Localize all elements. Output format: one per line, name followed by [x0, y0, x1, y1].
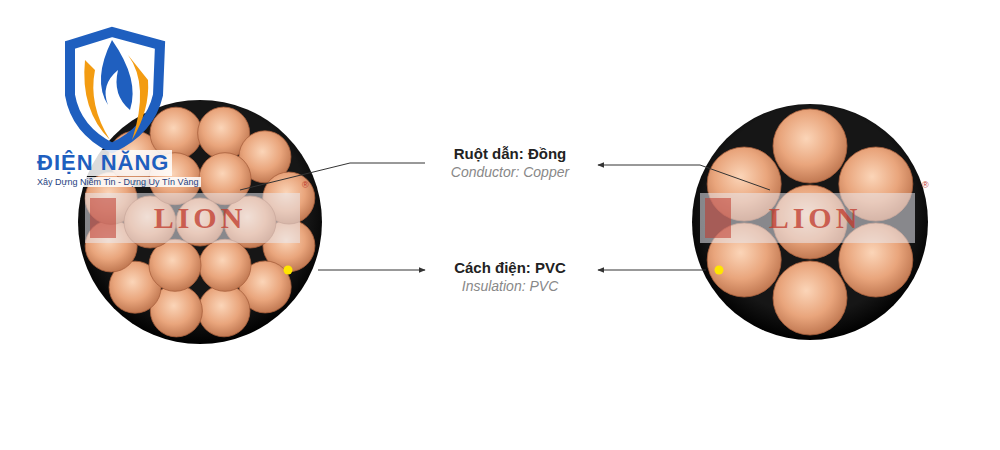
- copper-strand: [773, 261, 847, 335]
- leader-line: [240, 163, 425, 190]
- part-name: Cách điện: PVC: [454, 259, 566, 276]
- copper-strand: [773, 109, 847, 183]
- copper-strand: [199, 239, 251, 291]
- part-name-en: Conductor: Copper: [451, 164, 569, 180]
- registered-mark: ®: [302, 180, 309, 190]
- watermark-text: LION: [154, 201, 247, 235]
- marker-dot: [284, 266, 293, 275]
- watermark-text: LION: [769, 201, 862, 235]
- registered-mark: ®: [922, 180, 929, 190]
- part-name: Ruột dẫn: Đồng: [454, 145, 566, 162]
- watermark-logo: [90, 198, 116, 238]
- watermark-logo: [705, 198, 731, 238]
- insulation-jacket: [692, 104, 928, 340]
- logo-name: ĐIỆN NĂNG: [34, 150, 172, 176]
- copper-strand: [198, 285, 250, 337]
- leader-line: [598, 165, 770, 190]
- watermark-band: [85, 193, 300, 243]
- logo-flame: [128, 55, 148, 140]
- leader-line: [318, 270, 425, 271]
- part-name-en: Insulation: PVC: [462, 278, 559, 294]
- logo-slogan: Xây Dựng Niềm Tin - Dựng Uy Tín Vàng: [34, 177, 201, 187]
- leader-line: [598, 270, 706, 271]
- logo-flame: [101, 40, 133, 110]
- insulation-jacket: [78, 100, 322, 344]
- marker-dot: [715, 266, 724, 275]
- logo-flame: [84, 60, 110, 140]
- watermark-band: [700, 193, 915, 243]
- logo-shield: [70, 32, 160, 148]
